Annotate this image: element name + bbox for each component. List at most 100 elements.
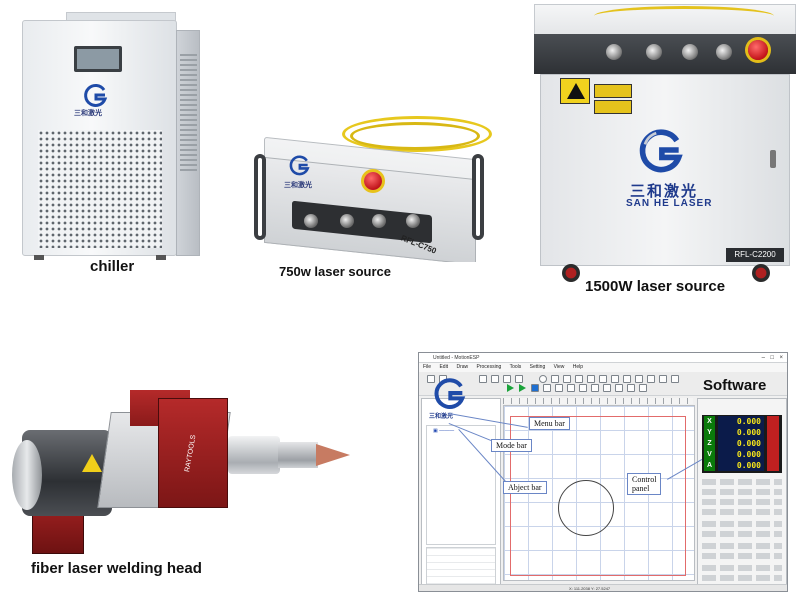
toolbar-button[interactable] xyxy=(611,375,619,383)
axis-value: 0.000 xyxy=(718,427,764,438)
toolbar-button[interactable] xyxy=(639,384,647,392)
toolbar-button[interactable] xyxy=(671,375,679,383)
emergency-stop-button xyxy=(364,172,382,190)
axis-zero-button[interactable] xyxy=(767,449,779,460)
axis-label: A xyxy=(704,460,715,471)
toolbar-button[interactable] xyxy=(479,375,487,383)
close-icon[interactable]: × xyxy=(779,355,783,361)
axis-position-display: X 0.000 Y 0.000 Z 0.000 V 0.000 A 0. xyxy=(702,415,782,473)
position-table xyxy=(426,547,496,585)
control-row[interactable] xyxy=(702,521,782,527)
start-icon[interactable] xyxy=(507,384,514,392)
minimize-icon[interactable]: – xyxy=(761,355,765,361)
axis-zero-button[interactable] xyxy=(767,438,779,449)
toolbar-button[interactable] xyxy=(503,375,511,383)
maximize-icon[interactable]: □ xyxy=(770,355,774,361)
connector-knob xyxy=(304,214,318,228)
control-row[interactable] xyxy=(702,565,782,571)
menu-setting[interactable]: Setting xyxy=(529,364,546,370)
toolbar-button[interactable] xyxy=(491,375,499,383)
toolbar-button[interactable] xyxy=(615,384,623,392)
toolbar-button[interactable] xyxy=(543,384,551,392)
object-tree[interactable]: ▣ ——— xyxy=(426,425,496,545)
control-row[interactable] xyxy=(702,499,782,505)
drawing-canvas[interactable] xyxy=(503,405,695,581)
stop-icon[interactable] xyxy=(531,384,539,392)
software-screenshot: Untitled - MotionESP – □ × File Edit Dra… xyxy=(418,352,788,592)
connector-knob xyxy=(606,44,622,60)
control-row[interactable] xyxy=(702,509,782,515)
toolbar-button[interactable] xyxy=(635,375,643,383)
welding-head-photo: RAYTOOLS xyxy=(8,390,358,555)
start-icon[interactable] xyxy=(519,384,526,392)
draw-polygon-icon[interactable] xyxy=(563,375,571,383)
draw-rect-icon[interactable] xyxy=(551,375,559,383)
laser-source-1500-model: RFL-C2200 xyxy=(726,248,784,262)
draw-circle-icon[interactable] xyxy=(539,375,547,383)
jog-buttons[interactable] xyxy=(702,543,782,549)
work-area-boundary xyxy=(510,416,686,576)
axis-label: Z xyxy=(704,438,715,449)
menu-draw[interactable]: Draw xyxy=(456,364,469,370)
toolbar-button[interactable] xyxy=(591,384,599,392)
draw-text-icon[interactable] xyxy=(587,375,595,383)
caption-chiller: chiller xyxy=(90,258,135,275)
draw-star-icon[interactable] xyxy=(575,375,583,383)
toolbar-button[interactable] xyxy=(567,384,575,392)
sanhe-logo-icon xyxy=(434,378,466,409)
laser-source-750-brand-text: 三和激光 xyxy=(284,182,312,189)
menu-help[interactable]: Help xyxy=(572,364,584,370)
horizontal-ruler xyxy=(503,398,693,404)
axis-label: V xyxy=(704,449,715,460)
welding-head-collimator-ring xyxy=(12,440,42,510)
jog-buttons[interactable] xyxy=(702,553,782,559)
connector-knob xyxy=(406,214,420,228)
menu-processing[interactable]: Processing xyxy=(476,364,502,370)
sanhe-logo-icon xyxy=(84,83,108,107)
caption-software: Software xyxy=(703,377,767,394)
control-row[interactable] xyxy=(702,575,782,581)
software-menu-bar: File Edit Draw Processing Tools Setting … xyxy=(419,363,787,372)
toolbar-button[interactable] xyxy=(647,375,655,383)
axis-value: 0.000 xyxy=(718,449,764,460)
axis-row: Z 0.000 xyxy=(704,438,780,449)
toolbar-button[interactable] xyxy=(579,384,587,392)
laser-source-1500-brand-cn: 三和激光 xyxy=(630,183,699,200)
connector-knob xyxy=(646,44,662,60)
caption-welding-head: fiber laser welding head xyxy=(31,560,202,577)
toolbar-button[interactable] xyxy=(515,375,523,383)
tree-item[interactable]: ▣ ——— xyxy=(433,428,455,434)
laser-source-1500-photo: 三和激光 SAN HE LASER RFL-C2200 xyxy=(534,4,796,294)
toolbar-button[interactable] xyxy=(603,384,611,392)
toolbar-button[interactable] xyxy=(659,375,667,383)
warning-triangle-icon xyxy=(82,454,102,472)
chiller-side-panel xyxy=(176,30,200,256)
toolbar-button[interactable] xyxy=(623,375,631,383)
fiber-cable xyxy=(350,122,480,150)
callout-control-panel-line1: Control xyxy=(632,475,657,484)
warning-triangle-icon xyxy=(567,83,585,99)
menu-tools[interactable]: Tools xyxy=(509,364,522,370)
callout-menu-bar: Menu bar xyxy=(529,417,570,430)
control-row[interactable] xyxy=(702,489,782,495)
control-row[interactable] xyxy=(702,479,782,485)
toolbar-button[interactable] xyxy=(427,375,435,383)
toolbar-button[interactable] xyxy=(555,384,563,392)
welding-head-copper-tip xyxy=(316,444,350,466)
axis-zero-button[interactable] xyxy=(767,416,779,427)
laser-source-750-photo: 三和激光 RFL-C750 xyxy=(250,112,492,262)
menu-edit[interactable]: Edit xyxy=(439,364,449,370)
control-row[interactable] xyxy=(702,531,782,537)
toolbar-button[interactable] xyxy=(627,384,635,392)
axis-zero-button[interactable] xyxy=(767,460,779,471)
axis-row: X 0.000 xyxy=(704,416,780,427)
chiller-side-grille xyxy=(180,51,197,171)
menu-view[interactable]: View xyxy=(553,364,565,370)
drawn-circle[interactable] xyxy=(558,480,614,536)
welding-head-nozzle xyxy=(278,442,318,468)
connector-knob xyxy=(716,44,732,60)
sanhe-logo-icon xyxy=(639,129,683,173)
toolbar-button[interactable] xyxy=(599,375,607,383)
axis-zero-button[interactable] xyxy=(767,427,779,438)
menu-file[interactable]: File xyxy=(423,364,432,370)
